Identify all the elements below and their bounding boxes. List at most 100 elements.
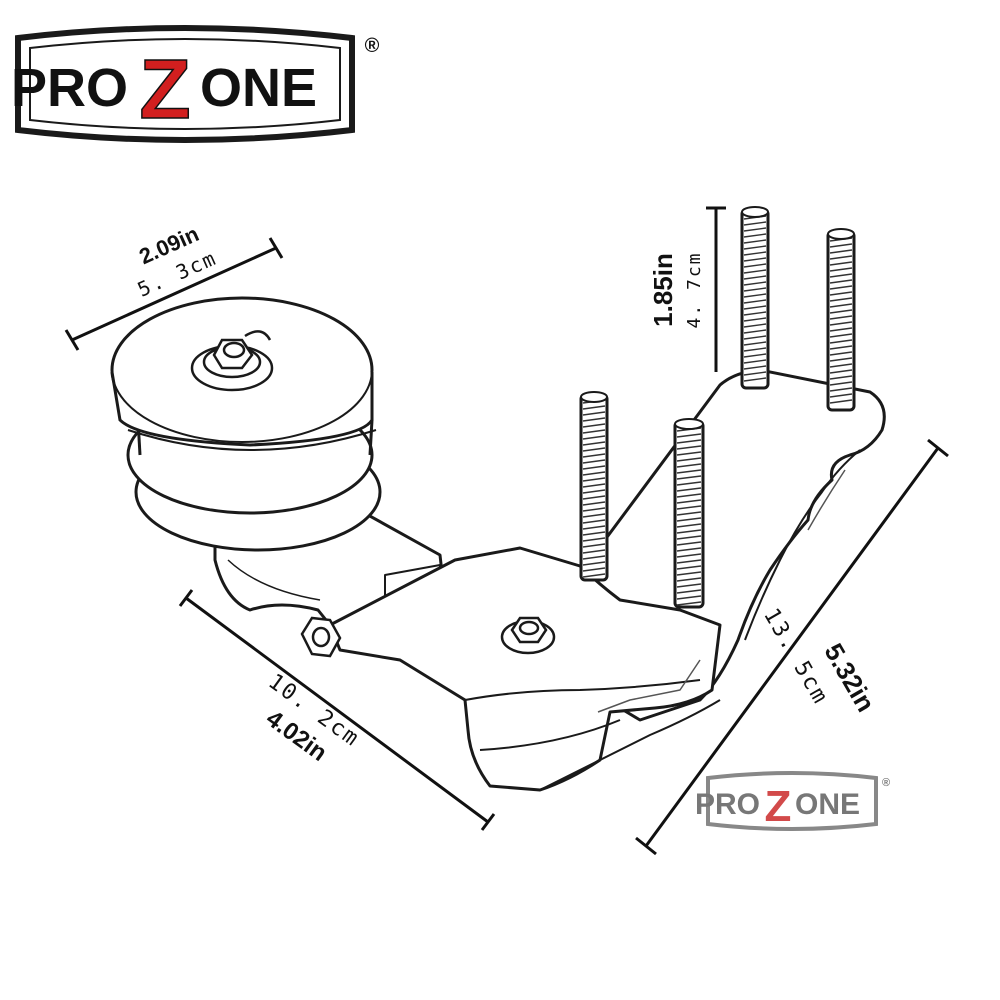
thread-line bbox=[676, 523, 702, 528]
logo-text-post: ONE bbox=[200, 58, 317, 118]
thread-line bbox=[829, 315, 853, 320]
watermark-text-accent: Z bbox=[765, 782, 792, 831]
thread-line bbox=[743, 269, 767, 274]
thread-line bbox=[829, 279, 853, 284]
thread-line bbox=[582, 405, 606, 410]
thread-line bbox=[743, 245, 767, 250]
thread-line bbox=[676, 493, 702, 498]
thread-line bbox=[829, 261, 853, 266]
thread-line bbox=[582, 453, 606, 458]
thread-line bbox=[743, 257, 767, 262]
main-plate bbox=[328, 546, 722, 792]
thread-line bbox=[829, 357, 853, 362]
brand-logo: PRO Z ONE ® bbox=[11, 25, 380, 143]
thread-line bbox=[743, 293, 767, 298]
thread-line bbox=[582, 543, 606, 548]
thread-line bbox=[829, 243, 853, 248]
thread-line bbox=[743, 299, 767, 304]
thread-line bbox=[743, 347, 767, 352]
thread-line bbox=[676, 433, 702, 438]
watermark-registered-mark: ® bbox=[882, 777, 890, 789]
thread-line bbox=[743, 359, 767, 364]
thread-line bbox=[829, 375, 853, 380]
thread-line bbox=[829, 273, 853, 278]
thread-line bbox=[676, 499, 702, 504]
watermark-logo: PRO Z ONE ® bbox=[695, 771, 890, 831]
thread-line bbox=[743, 371, 767, 376]
thread-line bbox=[743, 281, 767, 286]
thread-line bbox=[582, 471, 606, 476]
thread-line bbox=[582, 489, 606, 494]
thread-line bbox=[743, 221, 767, 226]
thread-line bbox=[676, 469, 702, 474]
center-bolt-icon bbox=[500, 616, 556, 655]
thread-line bbox=[676, 553, 702, 558]
thread-line bbox=[829, 351, 853, 356]
thread-line bbox=[743, 251, 767, 256]
thread-line bbox=[743, 329, 767, 334]
thread-line bbox=[582, 435, 606, 440]
thread-line bbox=[829, 399, 853, 404]
idler-pulley bbox=[110, 296, 382, 552]
thread-line bbox=[676, 541, 702, 546]
thread-line bbox=[676, 517, 702, 522]
dimension-arm-length bbox=[178, 589, 496, 831]
thread-line bbox=[829, 291, 853, 296]
thread-line bbox=[829, 387, 853, 392]
thread-line bbox=[582, 525, 606, 530]
thread-line bbox=[829, 393, 853, 398]
thread-line bbox=[743, 305, 767, 310]
thread-line bbox=[743, 335, 767, 340]
thread-line bbox=[829, 297, 853, 302]
thread-line bbox=[743, 263, 767, 268]
thread-line bbox=[743, 239, 767, 244]
stud-height-imperial-label: 1.85in bbox=[648, 253, 678, 327]
thread-line bbox=[829, 309, 853, 314]
thread-line bbox=[743, 365, 767, 370]
watermark-text-post: ONE bbox=[795, 788, 860, 821]
thread-line bbox=[676, 529, 702, 534]
thread-line bbox=[829, 327, 853, 332]
thread-line bbox=[582, 561, 606, 566]
thread-line bbox=[582, 441, 606, 446]
thread-line bbox=[743, 287, 767, 292]
thread-line bbox=[676, 595, 702, 600]
thread-line bbox=[582, 513, 606, 518]
thread-line bbox=[829, 249, 853, 254]
thread-line bbox=[676, 559, 702, 564]
thread-line bbox=[582, 507, 606, 512]
thread-line bbox=[743, 353, 767, 358]
thread-line bbox=[829, 381, 853, 386]
thread-line bbox=[582, 519, 606, 524]
thread-line bbox=[829, 255, 853, 260]
thread-line bbox=[743, 233, 767, 238]
thread-line bbox=[743, 323, 767, 328]
thread-line bbox=[676, 547, 702, 552]
logo-text-pre: PRO bbox=[11, 58, 128, 118]
bracket-length-imperial-label: 5.32in bbox=[818, 638, 881, 717]
thread-line bbox=[582, 459, 606, 464]
thread-line bbox=[582, 537, 606, 542]
thread-line bbox=[829, 339, 853, 344]
thread-line bbox=[829, 285, 853, 290]
side-nut-icon bbox=[300, 616, 342, 658]
thread-line bbox=[582, 531, 606, 536]
thread-line bbox=[743, 377, 767, 382]
thread-line bbox=[582, 495, 606, 500]
thread-line bbox=[829, 333, 853, 338]
thread-line bbox=[676, 475, 702, 480]
thread-line bbox=[676, 583, 702, 588]
thread-line bbox=[582, 555, 606, 560]
thread-line bbox=[582, 429, 606, 434]
thread-line bbox=[829, 345, 853, 350]
thread-line bbox=[676, 445, 702, 450]
thread-line bbox=[743, 227, 767, 232]
thread-line bbox=[582, 483, 606, 488]
dimension-bracket-length bbox=[635, 438, 949, 856]
thread-line bbox=[582, 465, 606, 470]
thread-line bbox=[676, 457, 702, 462]
thread-line bbox=[582, 549, 606, 554]
thread-line bbox=[582, 447, 606, 452]
thread-line bbox=[676, 589, 702, 594]
